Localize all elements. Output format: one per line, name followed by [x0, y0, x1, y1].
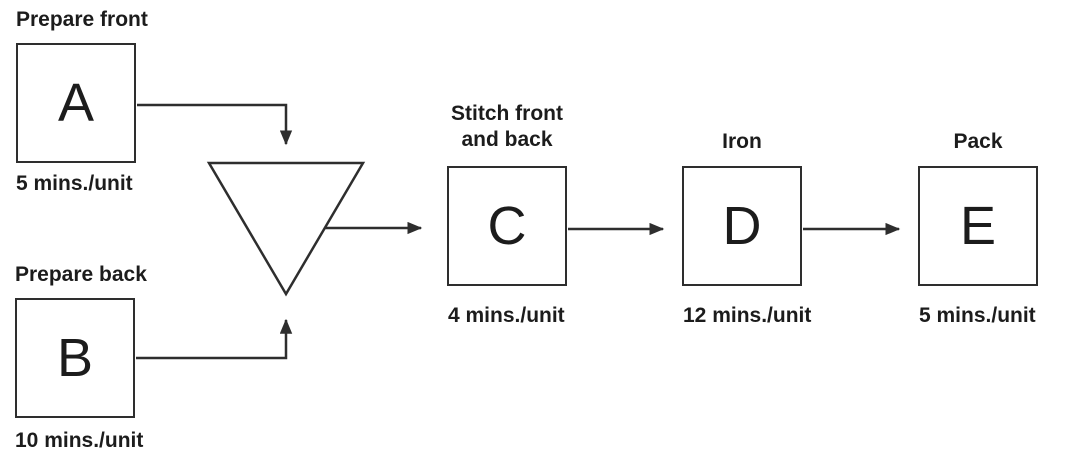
- node-a-letter: A: [57, 73, 95, 133]
- node-b-box: B: [15, 298, 135, 418]
- node-a-box: A: [16, 43, 136, 163]
- node-b-letter: B: [56, 328, 94, 388]
- arrow-a-to-inventory: [137, 103, 293, 146]
- node-d-label: Iron: [722, 130, 762, 153]
- arrow-b-to-inventory: [136, 318, 293, 360]
- node-c-box: C: [447, 166, 567, 286]
- node-b-time: 10 mins./unit: [15, 429, 144, 452]
- node-c-label: Stitch front and back: [451, 102, 563, 151]
- node-e-label: Pack: [953, 130, 1003, 153]
- node-a-label: Prepare front: [16, 8, 148, 31]
- node-d-letter: D: [722, 196, 762, 256]
- node-e-time: 5 mins./unit: [919, 304, 1036, 327]
- node-d-time: 12 mins./unit: [683, 304, 812, 327]
- node-c-letter: C: [487, 196, 527, 256]
- node-e-box: E: [918, 166, 1038, 286]
- node-b-label: Prepare back: [15, 263, 147, 286]
- node-c-time: 4 mins./unit: [448, 304, 565, 327]
- node-a-time: 5 mins./unit: [16, 172, 133, 195]
- inventory-triangle-icon: [206, 161, 366, 297]
- node-e-letter: E: [959, 196, 997, 256]
- node-d-box: D: [682, 166, 802, 286]
